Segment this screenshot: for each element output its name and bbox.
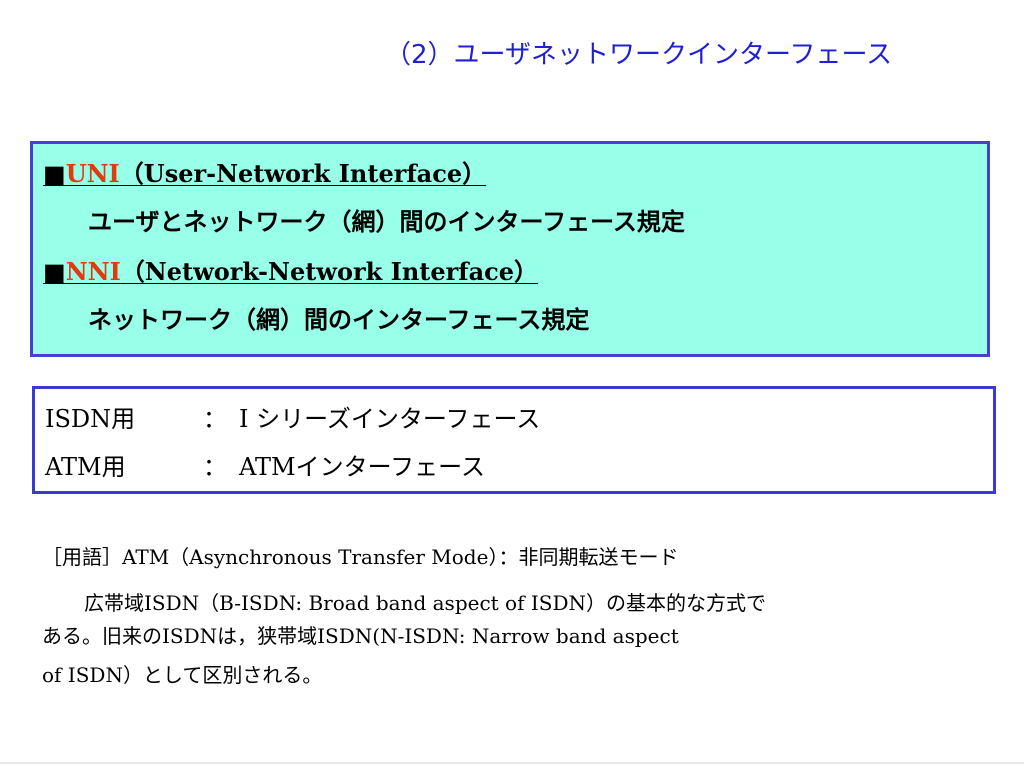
atm-separator: ： bbox=[203, 453, 227, 481]
atm-label: ATM用 bbox=[45, 453, 126, 481]
uni-description: ユーザとネットワーク（網）間のインターフェース規定 bbox=[88, 208, 685, 236]
isdn-separator: ： bbox=[203, 405, 227, 433]
uni-full-name: （User-Network Interface） bbox=[119, 159, 487, 188]
definitions-box: ■UNI（User-Network Interface） ユーザとネットワーク（… bbox=[30, 141, 990, 357]
interface-types-box: ISDN用 ： I シリーズインターフェース ATM用 ： ATMインターフェー… bbox=[32, 386, 996, 494]
nni-abbr: NNI bbox=[65, 257, 121, 286]
uni-heading: ■UNI（User-Network Interface） bbox=[43, 154, 486, 189]
uni-abbr: UNI bbox=[65, 159, 120, 188]
nni-full-name: （Network-Network Interface） bbox=[120, 257, 539, 286]
note-line-3: ある。旧来のISDNは，狭帯域ISDN(N-ISDN: Narrow band … bbox=[42, 624, 679, 648]
isdn-label: ISDN用 bbox=[45, 405, 136, 433]
atm-interface-row: ATM用 ： ATMインターフェース bbox=[45, 447, 485, 482]
atm-value: ATMインターフェース bbox=[239, 453, 485, 481]
note-line-2: 広帯域ISDN（B-ISDN: Broad band aspect of ISD… bbox=[84, 591, 766, 615]
slide-title: （2）ユーザネットワークインターフェース bbox=[385, 40, 893, 70]
note-line-4: of ISDN）として区別される。 bbox=[42, 663, 323, 687]
uni-bullet: ■ bbox=[43, 159, 66, 188]
nni-description: ネットワーク（網）間のインターフェース規定 bbox=[88, 306, 590, 334]
bottom-divider bbox=[0, 762, 1024, 764]
note-line-1: ［用語］ATM（Asynchronous Transfer Mode）：非同期転… bbox=[42, 545, 679, 569]
isdn-value: I シリーズインターフェース bbox=[239, 405, 541, 433]
isdn-interface-row: ISDN用 ： I シリーズインターフェース bbox=[45, 399, 540, 434]
nni-heading: ■NNI（Network-Network Interface） bbox=[43, 252, 538, 287]
nni-bullet: ■ bbox=[43, 257, 66, 286]
